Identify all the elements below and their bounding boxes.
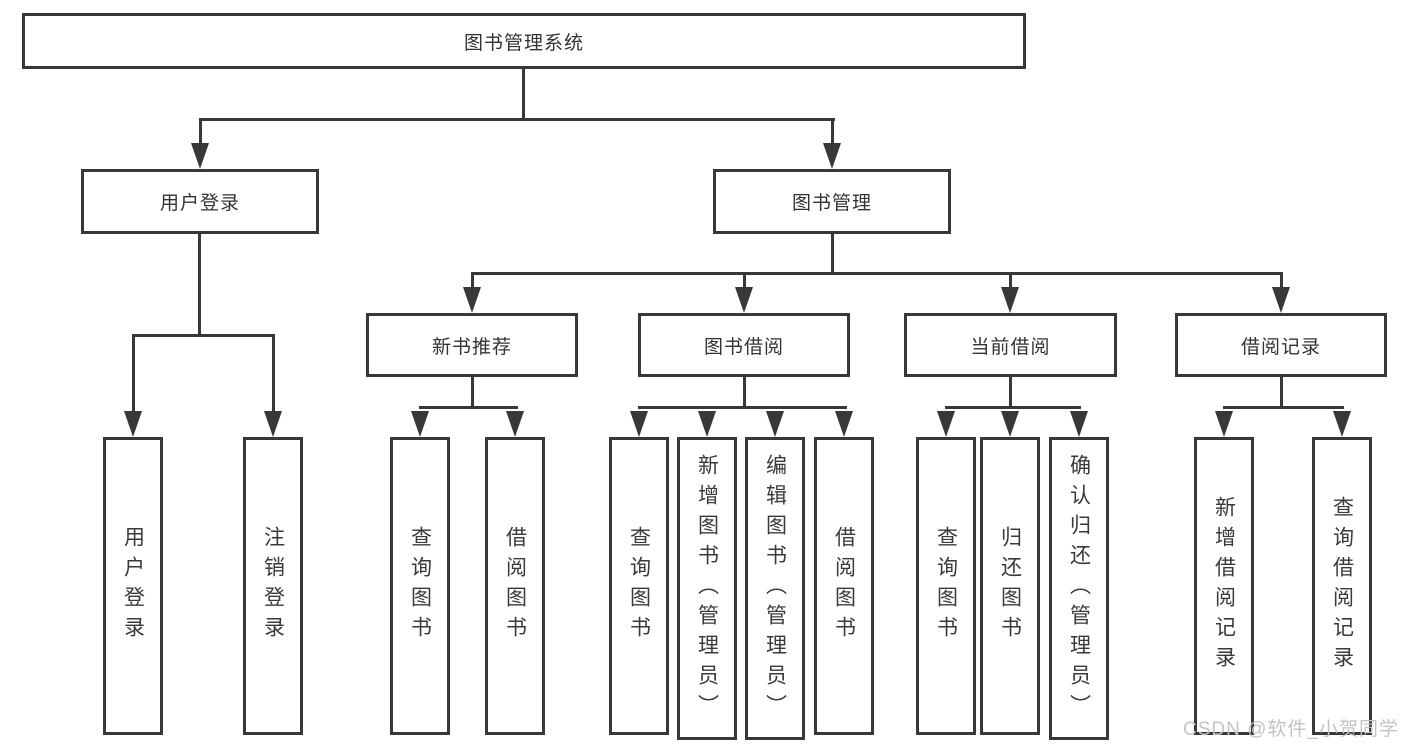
edge-records-rail — [1223, 406, 1344, 409]
node-current-borrowing: 当前借阅 — [904, 313, 1117, 377]
arrowhead-borrowing-leaf1 — [630, 411, 648, 437]
node-label: 当前借阅 — [970, 336, 1051, 358]
node-book-management: 图书管理 — [713, 169, 951, 234]
node-label: 注销登录 — [261, 526, 285, 646]
arrowhead-recommend — [463, 287, 481, 313]
edge-level2-rail — [199, 118, 835, 121]
edge-login-drop — [199, 120, 202, 146]
arrowhead-recommend-leaf1 — [411, 411, 429, 437]
edge-recommend-rail — [419, 406, 518, 409]
node-library-system: 图书管理系统 — [22, 13, 1026, 69]
node-label: 新增图书（管理员） — [695, 453, 719, 724]
node-leaf-query-books-recommend: 查询图书 — [390, 437, 450, 735]
arrowhead-current — [1001, 287, 1019, 313]
edge-borrowing-stem — [743, 377, 746, 409]
edge-current-stem — [1009, 377, 1012, 409]
edge-current-drop — [1009, 272, 1012, 290]
edge-borrowing-rail — [638, 406, 847, 409]
arrowhead-records — [1272, 287, 1290, 313]
arrowhead-borrowing-leaf4 — [835, 411, 853, 437]
node-new-book-recommend: 新书推荐 — [366, 313, 578, 377]
node-leaf-return-books: 归还图书 — [980, 437, 1040, 735]
node-leaf-query-borrow-record: 查询借阅记录 — [1312, 437, 1372, 735]
node-leaf-user-login: 用户登录 — [103, 437, 163, 735]
arrowhead-records-leaf1 — [1215, 411, 1233, 437]
node-label: 查询图书 — [627, 526, 651, 646]
arrowhead-mgmt — [823, 143, 841, 169]
edge-borrowing-drop — [743, 272, 746, 290]
edge-login-stem — [198, 233, 201, 337]
node-label: 借阅图书 — [503, 526, 527, 646]
node-label: 图书管理 — [791, 193, 872, 214]
edge-records-stem — [1280, 377, 1283, 409]
node-label: 图书管理系统 — [463, 32, 584, 54]
edge-recommend-drop — [471, 272, 474, 290]
node-leaf-query-books-borrowing: 查询图书 — [609, 437, 669, 735]
node-label: 借阅记录 — [1240, 336, 1321, 358]
node-label: 查询借阅记录 — [1330, 496, 1354, 676]
node-leaf-edit-books-admin: 编辑图书（管理员） — [745, 437, 805, 740]
edge-records-drop — [1280, 272, 1283, 290]
node-leaf-confirm-return-admin: 确认归还（管理员） — [1049, 437, 1109, 740]
node-label: 图书借阅 — [703, 336, 784, 358]
node-leaf-add-books-admin: 新增图书（管理员） — [677, 437, 737, 740]
edge-root-stem — [522, 68, 525, 120]
node-label: 编辑图书（管理员） — [763, 453, 787, 724]
arrowhead-login-leaf1 — [124, 411, 142, 437]
node-leaf-borrow-books-borrowing: 借阅图书 — [814, 437, 874, 735]
arrowhead-login-leaf2 — [264, 411, 282, 437]
node-book-borrowing: 图书借阅 — [638, 313, 850, 377]
node-label: 查询图书 — [408, 526, 432, 646]
arrowhead-current-leaf3 — [1070, 411, 1088, 437]
node-label: 用户登录 — [121, 526, 145, 646]
edge-level3-rail — [471, 272, 1283, 275]
node-borrowing-records: 借阅记录 — [1175, 313, 1387, 377]
edge-login-rail — [132, 334, 275, 337]
node-label: 归还图书 — [998, 526, 1022, 646]
arrowhead-current-leaf1 — [937, 411, 955, 437]
edge-mgmt-drop — [831, 120, 834, 146]
edge-login-leaf2-drop — [272, 334, 275, 412]
node-user-login: 用户登录 — [81, 169, 319, 234]
arrowhead-borrowing-leaf2 — [698, 411, 716, 437]
node-label: 用户登录 — [159, 193, 240, 214]
node-leaf-add-borrow-record: 新增借阅记录 — [1194, 437, 1254, 735]
arrowhead-current-leaf2 — [1001, 411, 1019, 437]
watermark-text: CSDN @软件_小贺同学 — [1183, 719, 1399, 740]
edge-recommend-stem — [471, 377, 474, 409]
node-label: 确认归还（管理员） — [1067, 453, 1091, 724]
node-leaf-borrow-books-recommend: 借阅图书 — [485, 437, 545, 735]
edge-login-leaf1-drop — [132, 334, 135, 412]
node-leaf-query-books-current: 查询图书 — [916, 437, 976, 735]
edge-current-rail — [945, 406, 1081, 409]
arrowhead-borrowing — [735, 287, 753, 313]
arrowhead-login — [191, 143, 209, 169]
node-label: 借阅图书 — [832, 526, 856, 646]
node-label: 查询图书 — [934, 526, 958, 646]
arrowhead-borrowing-leaf3 — [766, 411, 784, 437]
node-label: 新书推荐 — [431, 336, 512, 358]
edge-mgmt-stem — [831, 233, 834, 275]
node-leaf-logout: 注销登录 — [243, 437, 303, 735]
arrowhead-recommend-leaf2 — [506, 411, 524, 437]
node-label: 新增借阅记录 — [1212, 496, 1236, 676]
arrowhead-records-leaf2 — [1333, 411, 1351, 437]
